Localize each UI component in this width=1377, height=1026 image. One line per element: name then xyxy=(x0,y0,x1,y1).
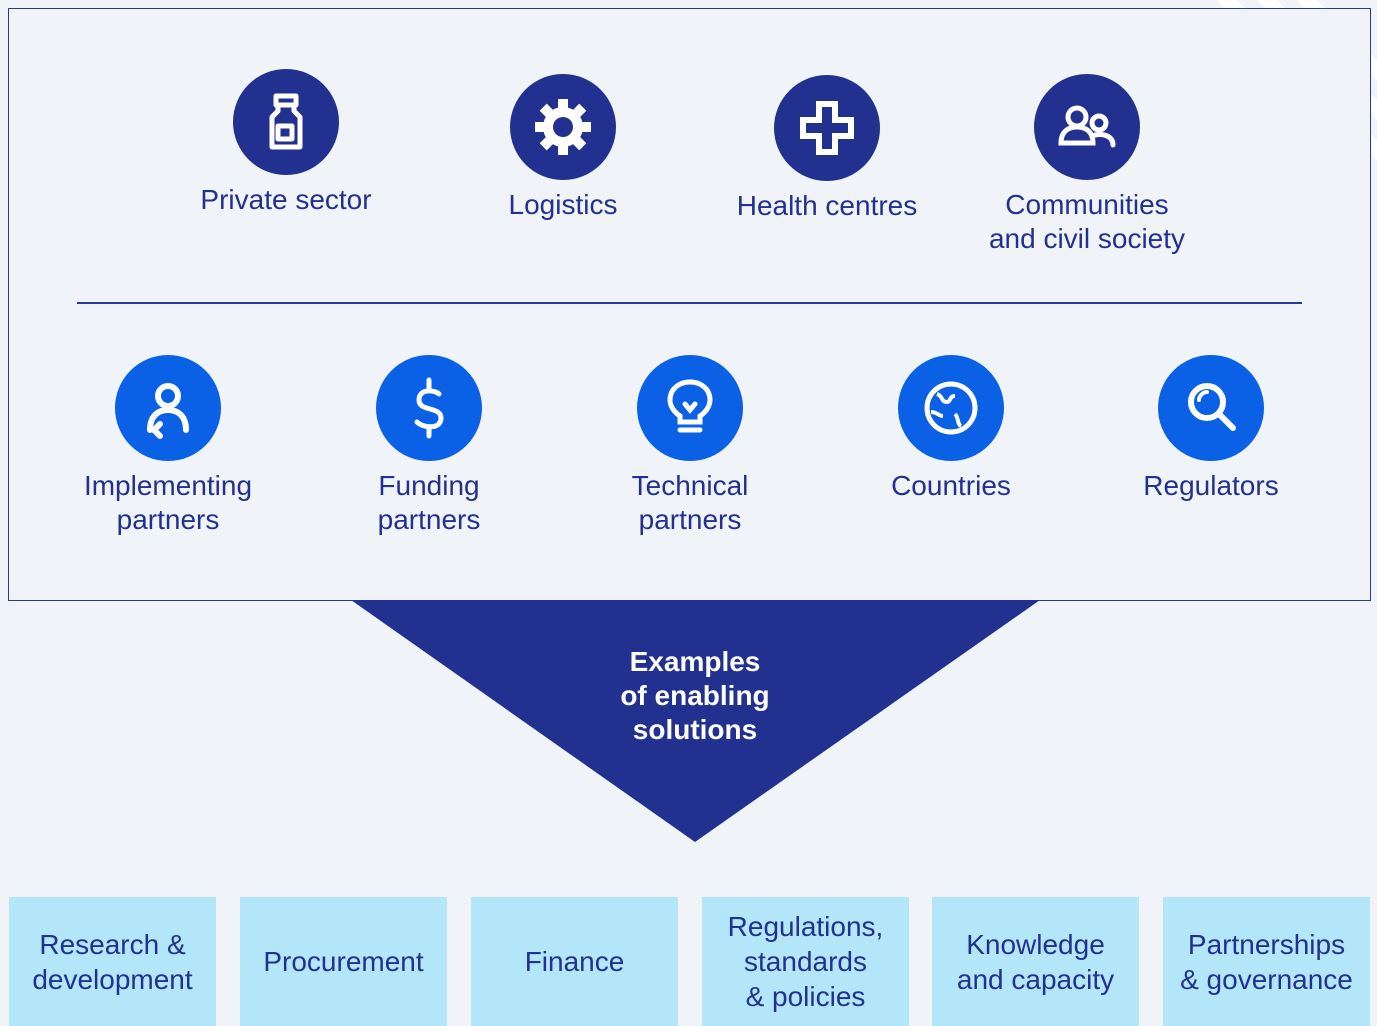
solution-finance: Finance xyxy=(471,897,678,1026)
solution-label: Research & development xyxy=(32,928,193,995)
solution-research-development: Research & development xyxy=(9,897,216,1026)
stakeholder-label: Implementing partners xyxy=(83,470,253,535)
people-group-icon xyxy=(1034,74,1140,180)
stakeholder-countries: Countries xyxy=(831,355,1071,503)
globe-icon xyxy=(898,355,1004,461)
solution-partnerships-governance: Partnerships & governance xyxy=(1163,897,1370,1026)
stakeholder-implementing-partners: Implementing partners xyxy=(48,355,288,537)
solution-knowledge-capacity: Knowledge and capacity xyxy=(932,897,1139,1026)
stakeholder-label: Logistics xyxy=(508,189,618,220)
person-arrow-icon xyxy=(115,355,221,461)
stakeholder-health-centres: Health centres xyxy=(707,75,947,223)
stakeholder-communities: Communities and civil society xyxy=(967,74,1207,256)
stakeholder-label: Funding partners xyxy=(377,470,481,535)
stakeholder-label: Regulators xyxy=(1143,470,1279,501)
panel-divider xyxy=(77,302,1302,304)
solution-label: Procurement xyxy=(263,946,424,977)
stakeholder-funding-partners: Funding partners xyxy=(309,355,549,537)
solution-label: Knowledge and capacity xyxy=(956,928,1115,995)
dollar-icon xyxy=(376,355,482,461)
stakeholder-technical-partners: Technical partners xyxy=(570,355,810,537)
solution-label: Partnerships & governance xyxy=(1180,928,1353,995)
stakeholder-logistics: Logistics xyxy=(443,74,683,222)
solution-regulations: Regulations, standards & policies xyxy=(702,897,909,1026)
funnel-triangle xyxy=(351,600,1040,842)
stakeholder-label: Communities and civil society xyxy=(988,189,1186,254)
gear-icon xyxy=(510,74,616,180)
stakeholder-private-sector: Private sector xyxy=(166,69,406,217)
stakeholder-regulators: Regulators xyxy=(1091,355,1331,503)
solution-label: Regulations, standards & policies xyxy=(727,911,884,1012)
solution-label: Finance xyxy=(524,946,625,977)
lightbulb-icon xyxy=(637,355,743,461)
stakeholder-label: Private sector xyxy=(200,184,372,215)
stakeholder-label: Technical partners xyxy=(631,470,749,535)
funnel-label: Examples of enabling solutions xyxy=(620,646,770,745)
stakeholder-label: Health centres xyxy=(736,190,918,221)
solution-procurement: Procurement xyxy=(240,897,447,1026)
vaccine-vial-icon xyxy=(233,69,339,175)
magnifier-icon xyxy=(1158,355,1264,461)
stakeholder-label: Countries xyxy=(891,470,1011,501)
medical-cross-icon xyxy=(774,75,880,181)
